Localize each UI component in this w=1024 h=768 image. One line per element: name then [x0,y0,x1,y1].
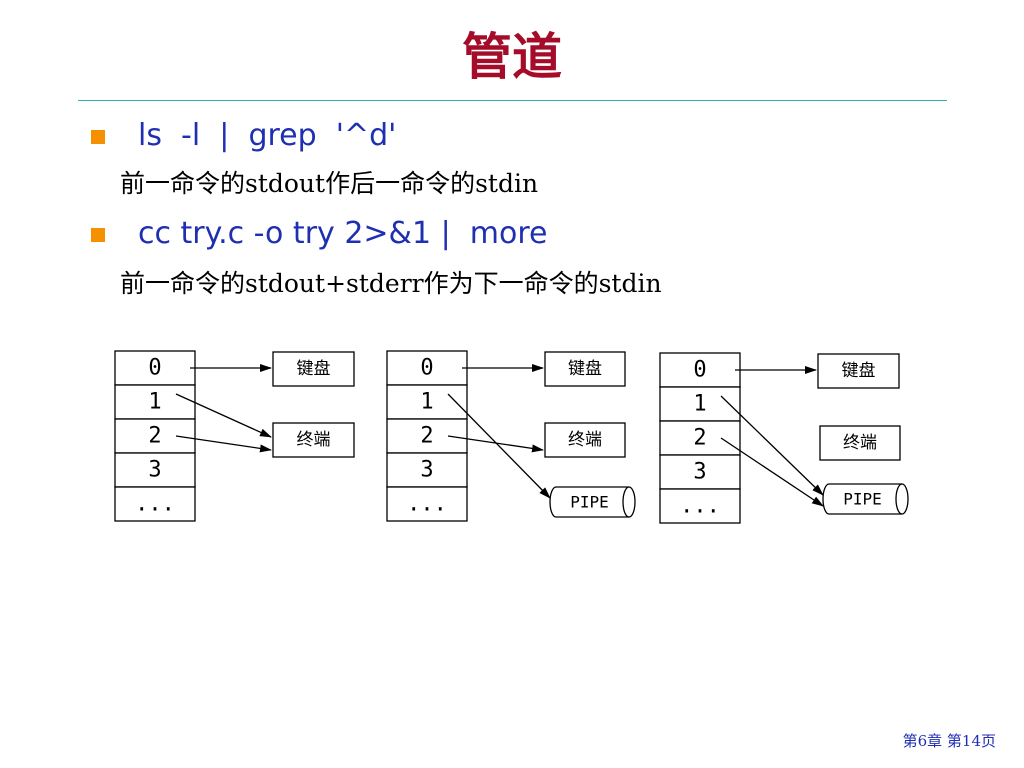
fd-cell [114,384,196,420]
bullet-icon [91,228,105,242]
fd-label: 1 [693,392,706,417]
terminal-2-box [544,422,626,458]
fd-cell [386,486,468,522]
fd-cell [659,420,741,456]
fd-label: ... [407,492,447,517]
pipe-label: PIPE [843,490,882,509]
fd-label: ... [135,492,175,517]
fd-label: 2 [420,424,433,449]
keyboard-2-box [544,351,626,387]
arrow-line [175,435,272,453]
fd-cell [386,384,468,420]
fd-label: 3 [420,458,433,483]
fd-label: ... [680,494,720,519]
arrow-line [447,435,544,453]
arrow-line [175,393,272,438]
fd-cell [659,454,741,490]
keyboard-2-label: 键盘 [568,359,602,379]
fd-label: 0 [148,356,161,381]
fd-label: 2 [693,426,706,451]
terminal-3-label: 终端 [843,433,877,453]
fd-cell [114,452,196,488]
arrow-line [447,393,551,499]
pipe-end [622,486,630,518]
fd-label: 3 [693,460,706,485]
keyboard-1-box [272,351,355,387]
slide-title: 管道 [462,27,562,86]
fd-label: 0 [420,356,433,381]
bullet-icon [91,130,105,144]
fd-label: 2 [148,424,161,449]
fd-cell [114,486,196,522]
command-2: cc try.c -o try 2>&1 | more [138,216,548,251]
terminal-2-label: 终端 [568,430,602,450]
pipe-end [895,483,903,515]
arrow-line [720,395,824,496]
description-1: 前一命令的stdout作后一命令的stdin [120,169,539,198]
keyboard-3-label: 键盘 [842,361,876,381]
fd-label: 0 [693,358,706,383]
keyboard-1-label: 键盘 [297,359,331,379]
terminal-1-box [272,422,355,458]
fd-cell [386,350,468,386]
fd-cell [386,418,468,454]
arrow-line [720,437,824,507]
terminal-1-label: 终端 [297,430,331,450]
fd-cell [659,488,741,524]
fd-label: 3 [148,458,161,483]
description-2: 前一命令的stdout+stderr作为下一命令的stdin [120,269,662,298]
keyboard-3-box [817,353,900,389]
pipe-label: PIPE [570,493,609,512]
fd-label: 1 [148,390,161,415]
command-1: ls -l | grep '^d' [138,118,397,153]
fd-label: 1 [420,390,433,415]
terminal-3-box [819,425,901,461]
title-divider [78,100,947,101]
fd-cell [386,452,468,488]
page-footer: 第6章 第14页 [902,732,996,750]
